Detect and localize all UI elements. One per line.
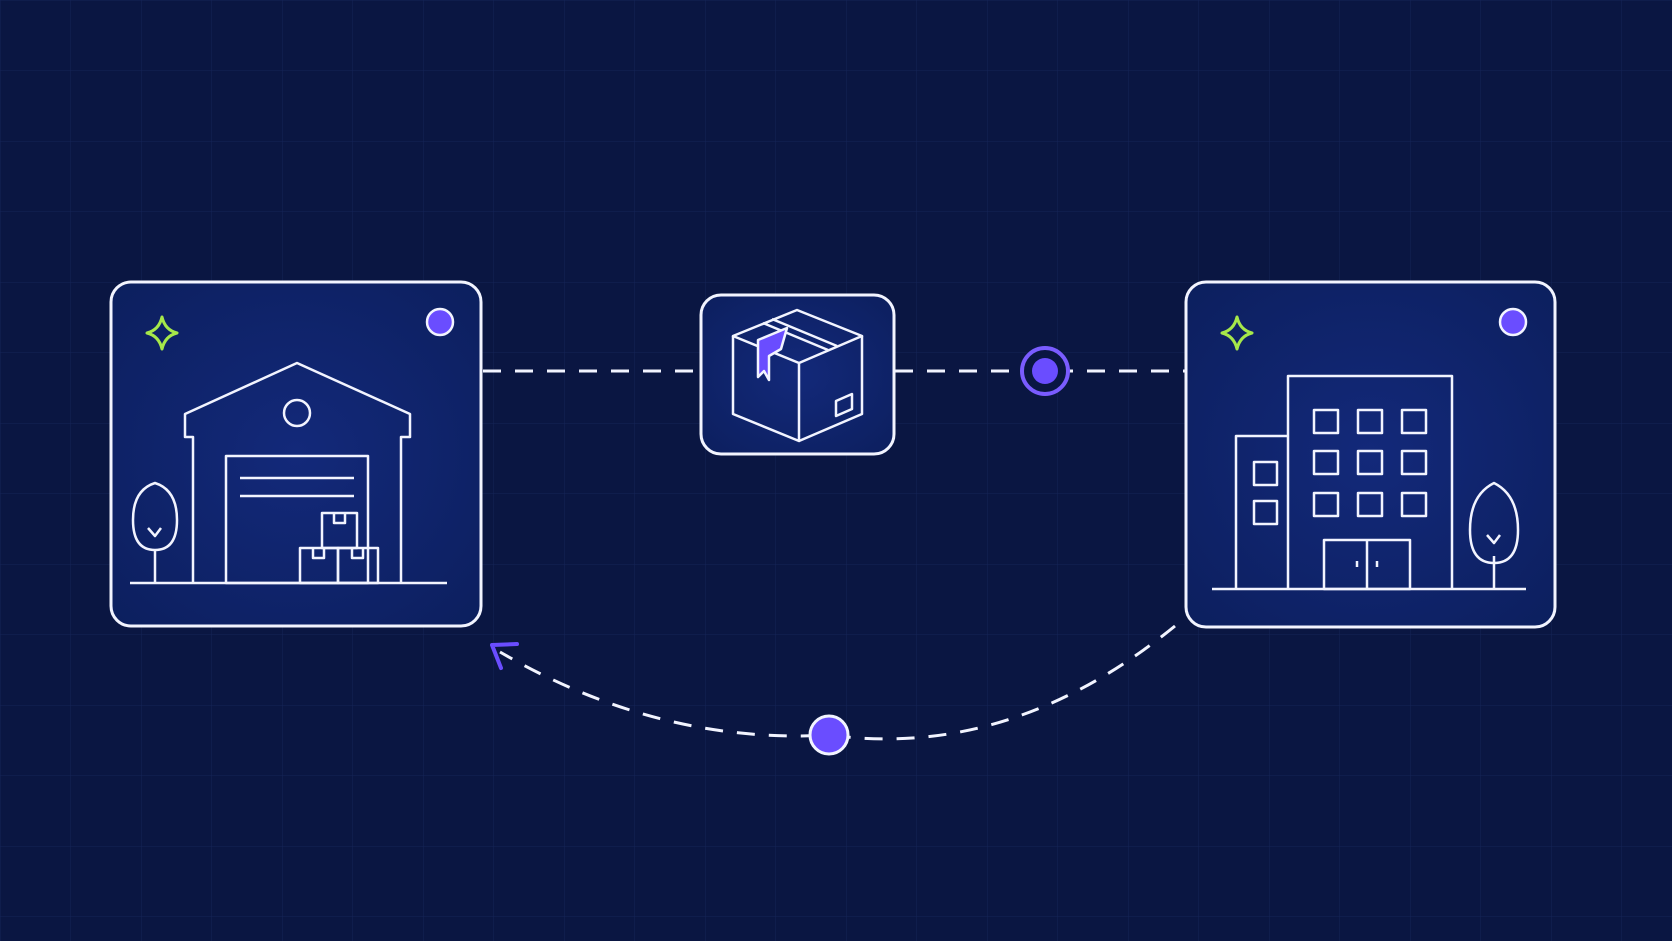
- office-building-icon: [1212, 374, 1526, 591]
- package-tape-icon: [756, 326, 789, 382]
- arrowhead-icon: [490, 642, 519, 670]
- warehouse-icon: [130, 361, 447, 585]
- sparkle-icon: [1220, 315, 1254, 351]
- sparkle-icon: [145, 315, 179, 351]
- office-card: [1184, 280, 1557, 629]
- status-dot: [425, 307, 455, 337]
- warehouse-card: [109, 280, 483, 628]
- status-dot: [1498, 307, 1528, 337]
- connector-office-to-warehouse: [490, 624, 1176, 741]
- ring-dot-marker: [1020, 346, 1070, 396]
- dot-marker: [808, 714, 850, 756]
- package-card: [699, 293, 896, 456]
- package-box-icon: [731, 308, 864, 443]
